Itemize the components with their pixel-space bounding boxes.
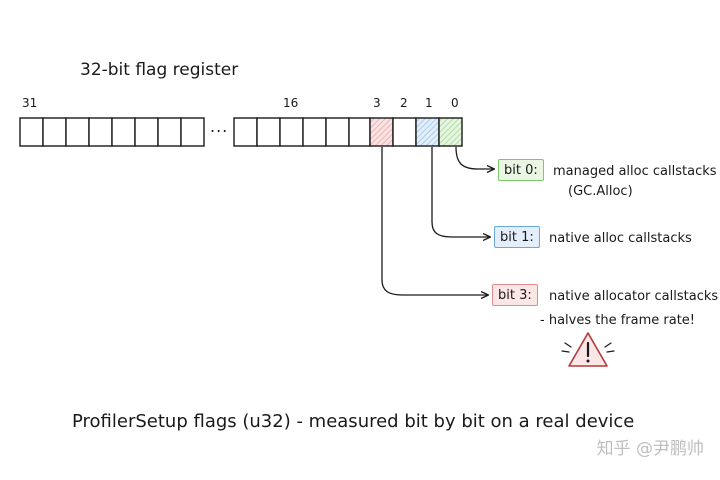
bit-label-31: 31 [22, 96, 38, 110]
bit-2-cell [392, 117, 417, 147]
bit-3-tag: bit 3: [492, 284, 538, 306]
bit-cell [302, 117, 327, 147]
bit-cell [157, 117, 182, 147]
bit-0-cell [438, 117, 463, 147]
bit-cell [325, 117, 350, 147]
warning-triangle-icon [561, 332, 615, 367]
bit-label-0: 0 [451, 96, 459, 110]
bit-cell [256, 117, 281, 147]
bit-3-description: native allocator callstacks [549, 289, 719, 304]
register-block-low [233, 117, 463, 147]
bit-1-tag: bit 1: [494, 226, 540, 248]
register-block-high [19, 117, 205, 147]
bit-0-description: managed alloc callstacks [553, 164, 717, 179]
bit-cell [348, 117, 371, 147]
bit-0-tag: bit 0: [498, 159, 544, 181]
bit-cell [19, 117, 44, 147]
bit-1-arrow [431, 147, 490, 237]
bit-1-cell [415, 117, 440, 147]
bit-cell [134, 117, 159, 147]
bit-cell [111, 117, 136, 147]
bit-0-arrow [455, 146, 494, 169]
register-ellipsis: ... [210, 117, 229, 136]
bit-label-2: 2 [400, 96, 408, 110]
bit-1-description: native alloc callstacks [549, 231, 692, 246]
watermark: 知乎 @尹鹏帅 [596, 439, 704, 459]
diagram-title: 32-bit flag register [80, 60, 239, 80]
bit-0-description-detail: (GC.Alloc) [568, 184, 633, 199]
bit-3-warning-text: - halves the frame rate! [540, 313, 696, 328]
bit-3-cell [369, 117, 394, 147]
bit-cell [180, 117, 205, 147]
bit-label-3: 3 [373, 96, 381, 110]
bit-cell [42, 117, 67, 147]
diagram-caption: ProfilerSetup flags (u32) - measured bit… [72, 411, 635, 432]
bit-cell [65, 117, 90, 147]
bit-3-arrow [381, 147, 488, 295]
bit-cell [279, 117, 304, 147]
bit-cell [88, 117, 113, 147]
bit-label-1: 1 [425, 96, 433, 110]
bit-label-16: 16 [283, 96, 299, 110]
bit-cell [233, 117, 258, 147]
